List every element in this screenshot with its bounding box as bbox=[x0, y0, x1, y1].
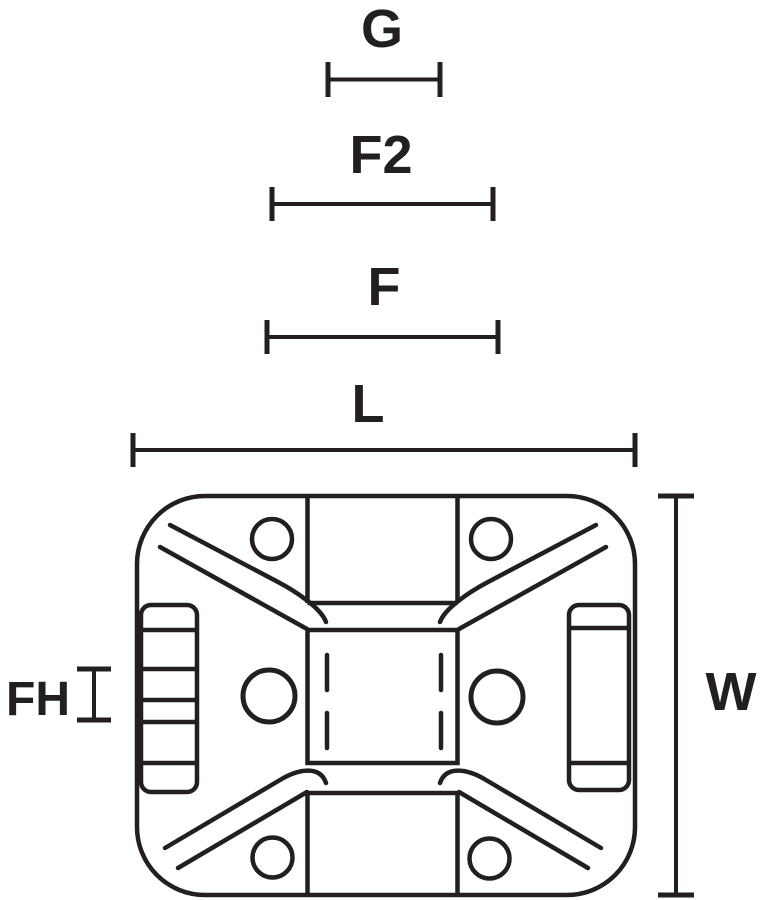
dimension-F-label: F bbox=[368, 257, 401, 317]
mounting-holes bbox=[240, 516, 526, 881]
rib-bottom-left-inner bbox=[175, 789, 310, 871]
rib-bottom-right-inner bbox=[456, 789, 591, 871]
mounting-hole-bottom-right bbox=[467, 836, 512, 881]
rib-bottom-left-outer bbox=[162, 768, 329, 851]
dimension-L-label: L bbox=[352, 374, 385, 434]
tie-entry-bottom bbox=[305, 790, 460, 894]
dimension-G: G bbox=[325, 0, 443, 97]
dimension-L: L bbox=[130, 374, 638, 467]
rib-top-left-inner bbox=[157, 544, 310, 632]
dimension-W-label: W bbox=[706, 662, 757, 722]
dimension-F: F bbox=[264, 257, 501, 354]
rib-top-right-inner bbox=[456, 544, 609, 632]
corner-rib-channels bbox=[157, 522, 609, 871]
dimension-FH: FH bbox=[6, 666, 111, 726]
tie-entry-top bbox=[305, 497, 460, 606]
mounting-hole-mid-left bbox=[240, 667, 298, 725]
hidden-tunnel-edges bbox=[324, 652, 444, 751]
mounting-hole-top-left bbox=[249, 516, 295, 562]
center-saddle bbox=[305, 627, 460, 766]
rib-top-right-outer bbox=[437, 522, 599, 625]
grip-tab-right bbox=[566, 602, 632, 793]
mounting-hole-top-right bbox=[468, 516, 514, 562]
dimension-F2: F2 bbox=[269, 125, 496, 221]
dimension-FH-label: FH bbox=[6, 673, 70, 726]
grip-tab-left bbox=[138, 602, 200, 795]
grip-tab-right-outline bbox=[566, 602, 632, 793]
mounting-hole-mid-right bbox=[468, 668, 526, 726]
mounting-hole-bottom-left bbox=[250, 835, 295, 880]
rib-top-left-outer bbox=[167, 522, 329, 625]
rib-bottom-right-outer bbox=[437, 768, 604, 851]
mount-body-outline bbox=[134, 493, 638, 898]
dimension-G-label: G bbox=[361, 0, 403, 59]
dimension-W: W bbox=[658, 493, 757, 898]
dimension-F2-label: F2 bbox=[349, 125, 412, 185]
